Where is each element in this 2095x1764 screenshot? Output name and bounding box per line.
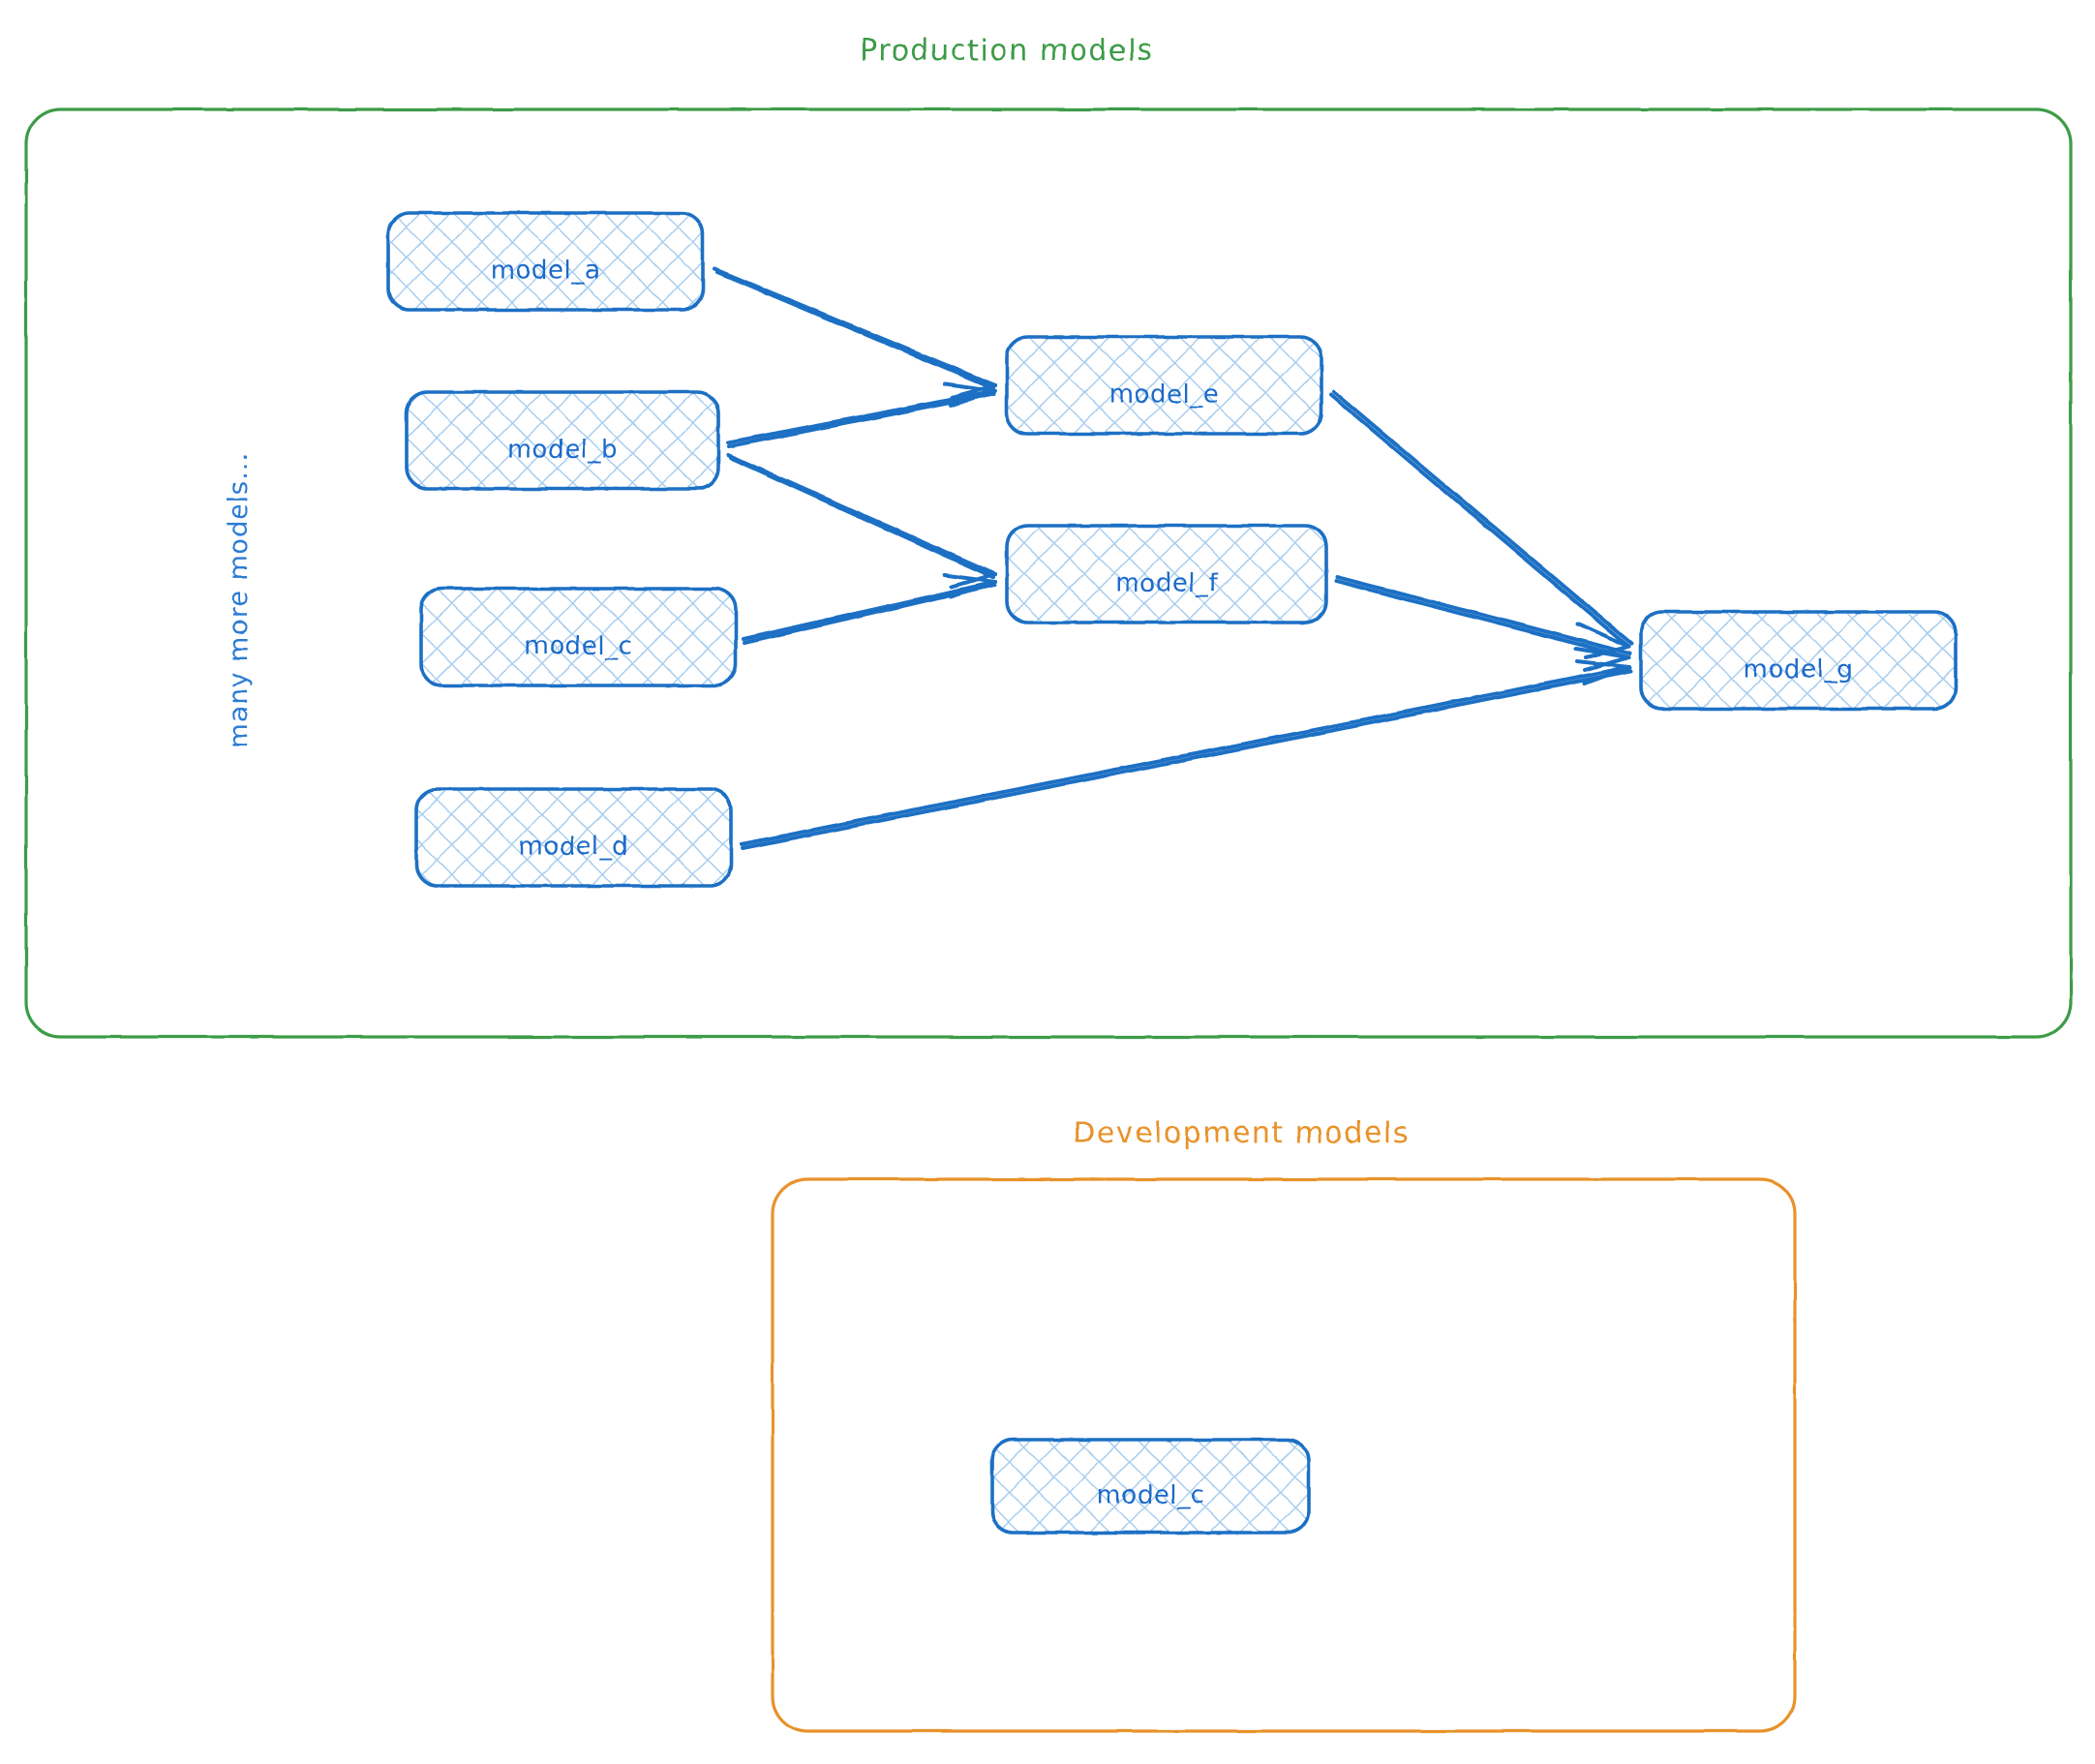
edge-model-a-to-model-e xyxy=(713,267,997,400)
node-model-c-dev-box[interactable] xyxy=(990,1438,1311,1535)
many-more-models-label: many more models... xyxy=(224,452,254,748)
node-model-a-box[interactable] xyxy=(386,211,705,312)
node-model-f-label: model_f xyxy=(1115,569,1219,598)
node-model-c-box[interactable] xyxy=(419,587,738,687)
node-model-g-label: model_g xyxy=(1744,655,1854,684)
node-model-a-label: model_a xyxy=(491,257,600,286)
node-model-g-box[interactable] xyxy=(1639,610,1958,711)
node-model-d-label: model_d xyxy=(519,833,629,862)
edge-model-d-to-model-g xyxy=(740,659,1632,850)
node-model-c[interactable]: model_c xyxy=(419,587,738,687)
node-model-c-dev-label: model_c xyxy=(1097,1481,1205,1510)
node-model-f-box[interactable] xyxy=(1005,524,1328,624)
node-model-c-label: model_c xyxy=(525,632,633,661)
many-more-models-text: many more models... xyxy=(224,452,254,748)
group-development: Development models xyxy=(771,1116,1797,1733)
edge-model-b-to-model-e xyxy=(726,382,997,448)
node-model-b-box[interactable] xyxy=(405,390,720,491)
edges xyxy=(713,267,1634,850)
group-production: Production models xyxy=(24,34,2073,1039)
development-group-border xyxy=(771,1177,1797,1733)
node-model-d-box[interactable] xyxy=(414,787,733,888)
node-model-b[interactable]: model_b xyxy=(405,390,720,491)
edge-model-e-to-model-g xyxy=(1329,390,1634,659)
node-model-b-label: model_b xyxy=(507,436,618,465)
node-model-g[interactable]: model_g xyxy=(1639,610,1958,711)
production-group-title: Production models xyxy=(860,34,1154,68)
node-model-d[interactable]: model_d xyxy=(414,787,733,888)
node-model-e-label: model_e xyxy=(1109,380,1219,410)
node-model-f[interactable]: model_f xyxy=(1005,524,1328,624)
edge-model-b-to-model-f xyxy=(726,453,997,589)
edge-model-c-to-model-f xyxy=(742,573,997,645)
development-group-title: Development models xyxy=(1073,1116,1410,1150)
node-model-a[interactable]: model_a xyxy=(386,211,705,312)
node-model-e-box[interactable] xyxy=(1005,335,1323,436)
node-model-c-dev[interactable]: model_c xyxy=(990,1438,1311,1535)
edge-model-f-to-model-g xyxy=(1334,575,1632,672)
production-group-border xyxy=(24,107,2073,1039)
node-model-e[interactable]: model_e xyxy=(1005,335,1323,436)
